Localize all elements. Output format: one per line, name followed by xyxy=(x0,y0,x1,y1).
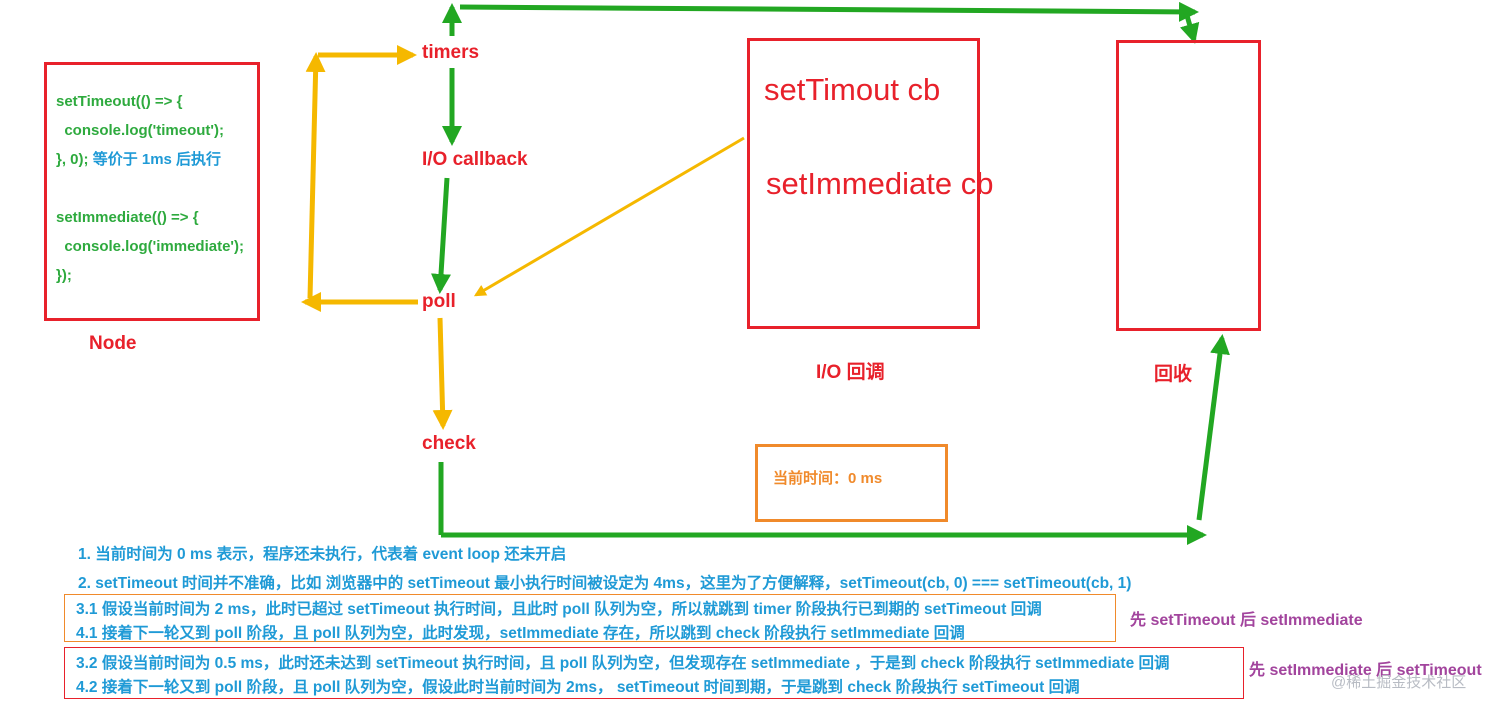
arrow-top-to-right xyxy=(459,1,1199,22)
close-box xyxy=(1116,40,1261,331)
io-box-setimmediate-cb: setImmediate cb xyxy=(766,166,994,201)
code-line-7: }); xyxy=(56,267,72,284)
current-time-box xyxy=(755,444,948,522)
scenario-a-line-2: 4.1 接着下一轮又到 poll 阶段，且 poll 队列为空，此时发现，set… xyxy=(76,625,965,642)
note-1: 1. 当前时间为 0 ms 表示，程序还未执行，代表着 event loop 还… xyxy=(78,546,567,563)
scenario-b-line-2: 4.2 接着下一轮又到 poll 阶段，且 poll 队列为空，假设此时当前时间… xyxy=(76,679,1080,696)
code-note: 等价于 1ms 后执行 xyxy=(92,151,222,168)
arrow-poll-to-check xyxy=(432,317,453,430)
io-callback-caption: I/O 回调 xyxy=(816,362,885,383)
node-code-box xyxy=(44,62,260,321)
scenario-a-conclusion: 先 setTimeout 后 setImmediate xyxy=(1130,612,1363,629)
arrow-io-callback-to-poll xyxy=(431,177,451,294)
current-time-label: 当前时间：0 ms xyxy=(773,470,883,487)
code-line-1: setTimeout(() => { xyxy=(56,93,183,110)
arrow-up-to-close xyxy=(1196,334,1230,521)
arrow-left-up xyxy=(305,52,326,299)
code-line-3: }, 0); xyxy=(56,151,89,168)
scenario-a-line-1: 3.1 假设当前时间为 2 ms，此时已超过 setTimeout 执行时间，且… xyxy=(76,601,1042,618)
code-line-2: console.log('timeout'); xyxy=(56,122,224,139)
code-block: setTimeout(() => { console.log('timeout'… xyxy=(56,87,244,290)
scenario-b-line-1: 3.2 假设当前时间为 0.5 ms，此时还未达到 setTimeout 执行时… xyxy=(76,655,1170,672)
arrow-down-to-close xyxy=(1179,11,1200,44)
io-box-settimeout-cb: setTimout cb xyxy=(764,72,941,107)
note-2: 2. setTimeout 时间并不准确，比如 浏览器中的 setTimeout… xyxy=(78,575,1132,592)
arrow-io-box-to-poll xyxy=(473,136,745,297)
scenario-b-box xyxy=(64,647,1244,699)
scenario-b-conclusion: 先 setImmediate 后 setTimeout xyxy=(1249,662,1482,679)
code-line-6: console.log('immediate'); xyxy=(56,238,244,255)
stage-check: check xyxy=(422,433,476,454)
code-line-5: setImmediate(() => { xyxy=(56,209,199,226)
close-caption: 回收 xyxy=(1154,364,1193,385)
stage-timers: timers xyxy=(422,42,480,63)
node-label: Node xyxy=(89,333,137,354)
scenario-a-box xyxy=(64,594,1116,642)
watermark: @稀土掘金技术社区 xyxy=(1331,674,1467,691)
stage-poll: poll xyxy=(422,291,456,312)
stage-io-callback: I/O callback xyxy=(422,149,528,170)
io-callback-box xyxy=(747,38,980,329)
